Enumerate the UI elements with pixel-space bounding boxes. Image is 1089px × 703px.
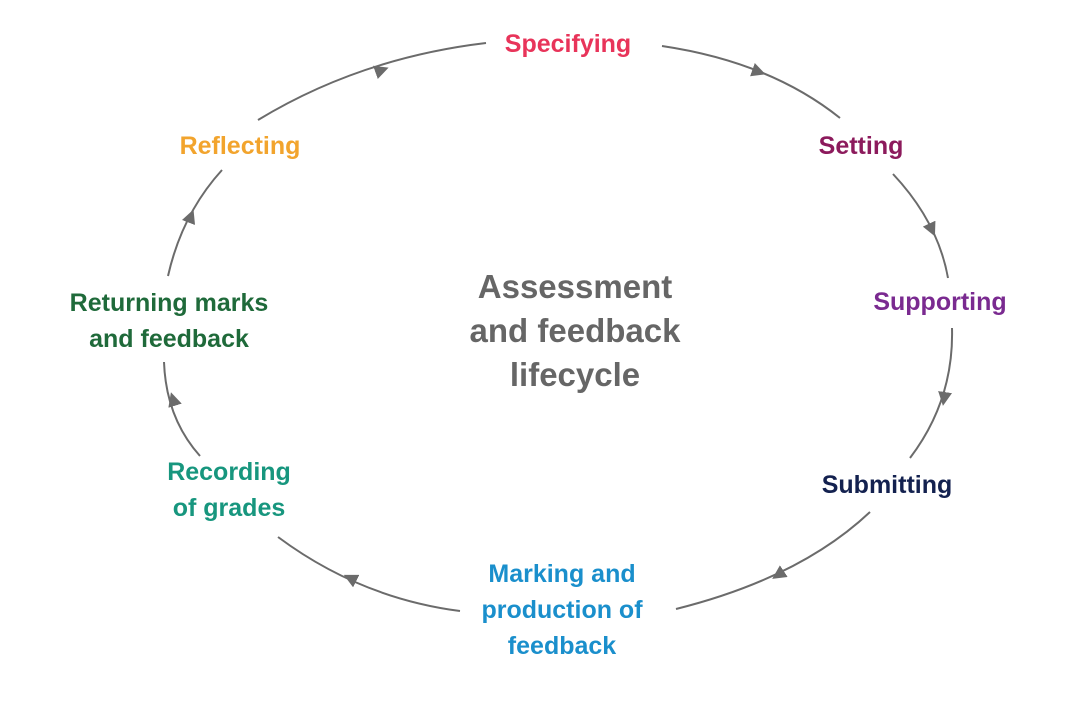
stage-supporting: Supporting	[873, 284, 1006, 320]
stage-setting: Setting	[819, 128, 904, 164]
lifecycle-title-line: and feedback	[469, 312, 681, 349]
stage-label: Submitting	[821, 471, 953, 499]
lifecycle-title-line: Assessment	[477, 268, 673, 305]
stage-marking: Marking and production of feedback	[481, 556, 642, 664]
arrow-returning-to-reflecting	[167, 169, 223, 277]
stage-label: Specifying	[504, 30, 632, 58]
stage-label-line-1: Marking and	[488, 560, 636, 588]
arrow-specifying-to-setting	[661, 45, 841, 119]
arrowhead-reflecting-to-specifying	[373, 65, 389, 79]
stage-label: Supporting	[873, 288, 1007, 316]
lifecycle-title-line: lifecycle	[509, 356, 641, 393]
stage-submitting: Submitting	[822, 467, 953, 503]
arrow-recording-to-returning	[163, 361, 201, 457]
arrow-setting-to-supporting	[892, 173, 949, 279]
stage-label-line-2: of grades	[172, 494, 286, 522]
stage-specifying: Specifying	[505, 26, 631, 62]
stage-label-line-2: production of	[481, 596, 643, 624]
arrow-supporting-to-submitting	[909, 327, 954, 459]
stage-label-line-1: Returning marks	[69, 289, 269, 317]
lifecycle-title: Assessment and feedback lifecycle	[470, 265, 681, 397]
stage-reflecting: Reflecting	[180, 128, 301, 164]
stage-label: Setting	[818, 132, 904, 160]
arrow-submitting-to-marking	[675, 511, 871, 610]
stage-recording: Recording of grades	[167, 454, 291, 526]
stage-label-line-2: and feedback	[89, 325, 249, 353]
arrow-reflecting-to-specifying	[257, 42, 487, 121]
arrow-marking-to-recording	[277, 536, 461, 612]
stage-label: Reflecting	[179, 132, 301, 160]
stage-returning: Returning marks and feedback	[70, 285, 269, 357]
stage-label-line-3: feedback	[507, 632, 617, 660]
stage-label-line-1: Recording	[167, 458, 291, 486]
